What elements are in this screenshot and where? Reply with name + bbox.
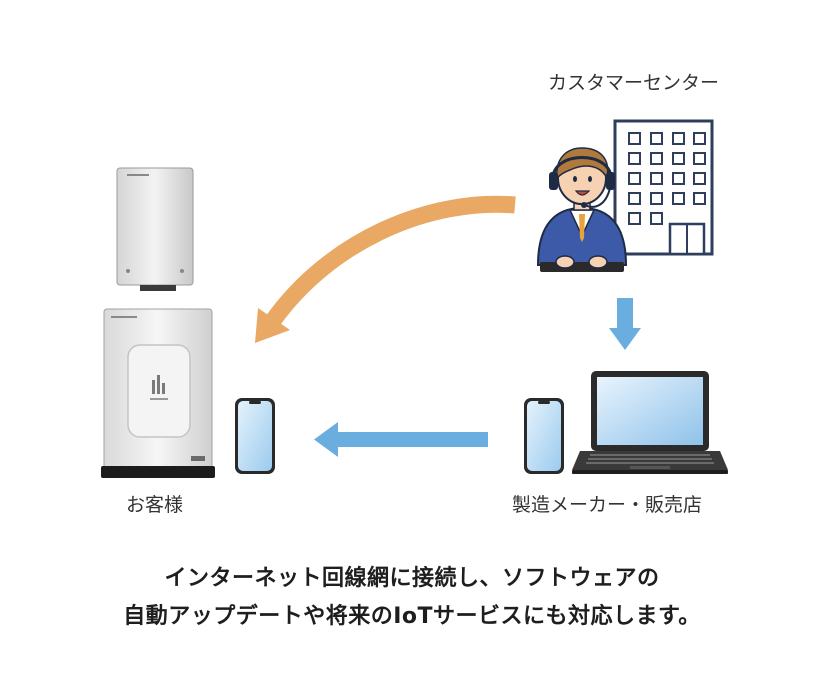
smartphone-icon-manufacturer: [524, 398, 564, 474]
smartphone-icon: [235, 398, 275, 474]
caption-line-1: インターネット回線網に接続し、ソフトウェアの: [164, 566, 660, 591]
caption-line-2: 自動アップデートや将来のIoTサービスにも対応します。: [123, 604, 701, 629]
call-center-building-icon: [613, 119, 714, 256]
storage-battery-icon: [101, 308, 215, 478]
power-conditioner-icon: [116, 167, 194, 291]
update-arrow: [314, 422, 488, 457]
manufacturer-label: 製造メーカー・販売店: [512, 494, 703, 516]
laptop-icon: [572, 371, 728, 474]
customer-label: お客様: [126, 494, 184, 516]
operator-icon: [536, 147, 628, 272]
down-arrow: [609, 298, 641, 350]
support-arrow: [255, 195, 516, 343]
call-center-label: カスタマーセンター: [548, 72, 720, 94]
